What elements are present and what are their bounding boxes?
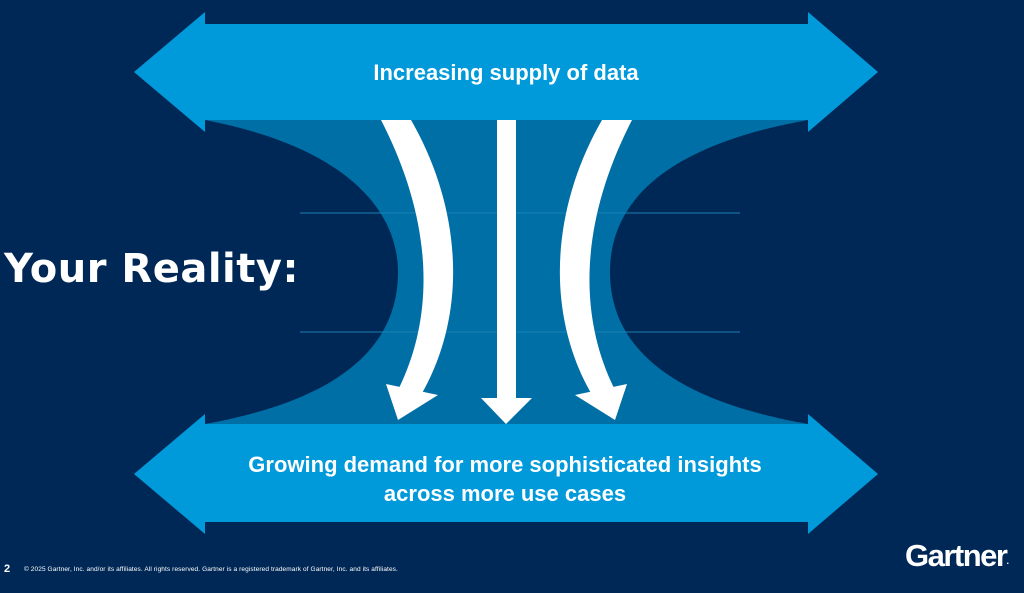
page-number: 2 bbox=[4, 563, 11, 575]
copyright-footer: © 2025 Gartner, Inc. and/or its affiliat… bbox=[24, 566, 398, 573]
right-curved-arrow-shaft bbox=[559, 120, 632, 395]
logo-text: Gartner bbox=[905, 538, 1008, 573]
gartner-logo: Gartner. bbox=[905, 538, 1009, 574]
right-curved-arrowhead bbox=[575, 384, 627, 420]
middle-arrow-shaft bbox=[497, 120, 516, 400]
top-double-arrow bbox=[134, 12, 878, 132]
top-arrow-label: Increasing supply of data bbox=[373, 60, 639, 85]
logo-mark: . bbox=[1006, 556, 1009, 566]
slide-heading: Your Reality: bbox=[4, 246, 299, 292]
bottom-arrow-label: Growing demand for more sophisticated in… bbox=[248, 452, 762, 506]
left-curved-arrow-shaft bbox=[381, 120, 454, 395]
left-curved-arrowhead bbox=[386, 384, 438, 420]
middle-arrowhead bbox=[481, 398, 532, 424]
bottom-double-arrow bbox=[134, 414, 878, 534]
